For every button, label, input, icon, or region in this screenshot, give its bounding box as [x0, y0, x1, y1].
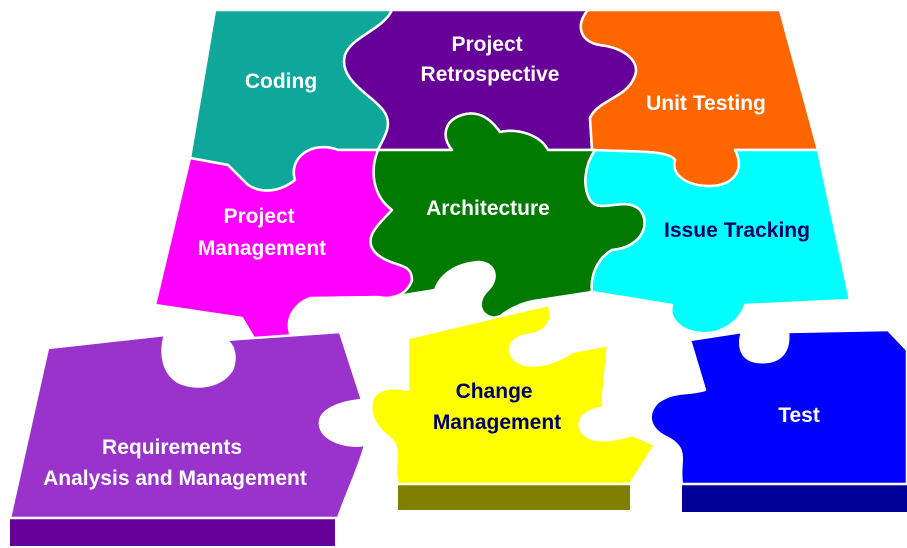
change-management-edge: [398, 484, 630, 510]
coding-label: Coding: [245, 70, 317, 93]
requirements-label: Requirements Analysis and Management: [43, 436, 307, 490]
piece-requirements: Requirements Analysis and Management: [8, 330, 367, 546]
piece-project-management: Project Management: [153, 145, 414, 342]
test-edge: [682, 484, 907, 512]
piece-architecture: Architecture: [369, 112, 646, 320]
architecture-shape: [369, 112, 646, 320]
change-management-label: Change Management: [433, 380, 561, 434]
piece-test: Test: [649, 328, 907, 512]
project-management-label: Project Management: [198, 205, 326, 260]
requirements-edge: [10, 518, 335, 546]
issue-tracking-label: Issue Tracking: [664, 219, 810, 242]
retrospective-label: Project Retrospective: [421, 33, 560, 86]
requirements-shape: [8, 330, 367, 520]
issue-tracking-shape: [584, 148, 852, 335]
unit-testing-label: Unit Testing: [646, 92, 766, 115]
architecture-label: Architecture: [426, 197, 550, 220]
piece-issue-tracking: Issue Tracking: [584, 148, 852, 335]
test-shape: [649, 328, 907, 486]
change-management-shape: [369, 303, 657, 486]
piece-change-management: Change Management: [369, 303, 657, 510]
test-label: Test: [778, 404, 820, 427]
